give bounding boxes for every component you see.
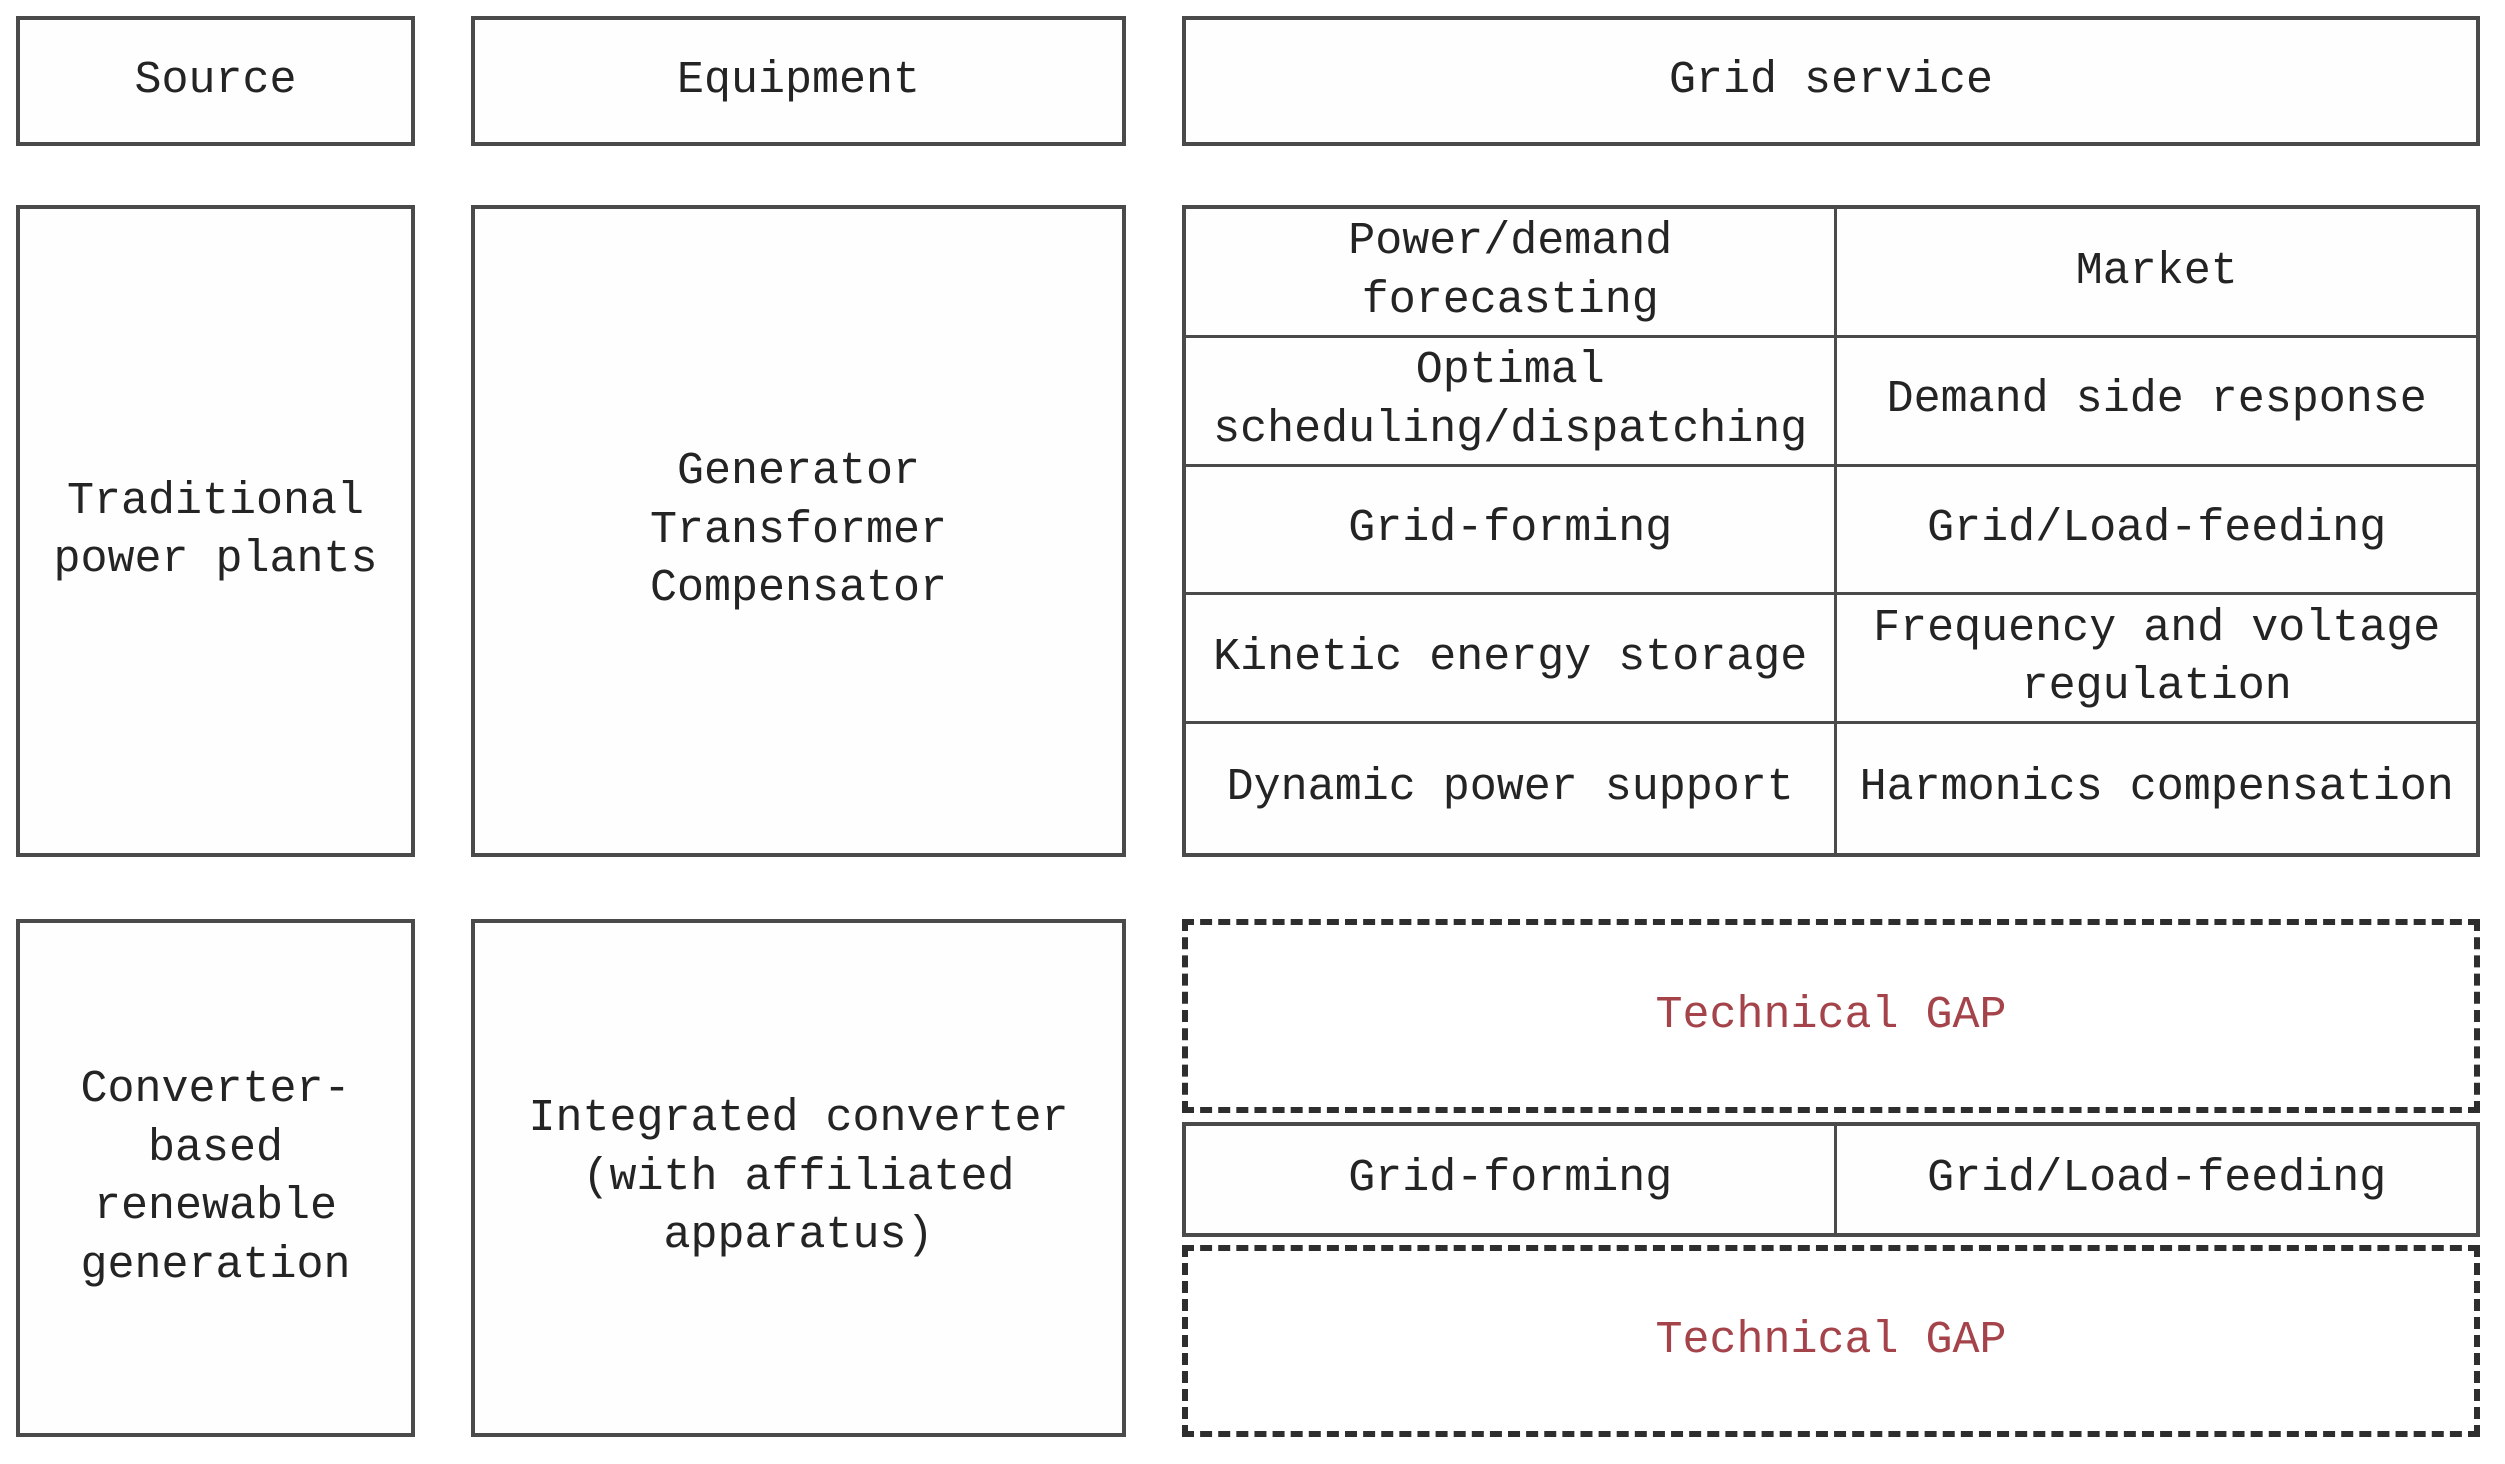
technical-gap-bottom-box: Technical GAP [1182, 1245, 2480, 1437]
grid-service-cell: Power/demand forecasting [1186, 209, 1838, 338]
grid-service-cell: Demand side response [1837, 338, 2476, 467]
grid-service-cell: Frequency and voltage regulation [1837, 595, 2476, 725]
header-equipment: Equipment [471, 16, 1126, 146]
grid-service-cell: Grid-forming [1186, 466, 1838, 596]
grid-service-cell: Market [1837, 209, 2476, 338]
grid-service-cell: Dynamic power support [1186, 724, 1838, 853]
grid-service-cell: Kinetic energy storage [1186, 595, 1838, 725]
grid-service-cell: Grid-forming [1186, 1126, 1838, 1233]
header-source: Source [16, 16, 415, 146]
integrated-converter-box: Integrated converter (with affiliated ap… [471, 919, 1126, 1437]
converter-based-generation-box: Converter- based renewable generation [16, 919, 415, 1437]
header-grid-service: Grid service [1182, 16, 2480, 146]
technical-gap-top-box: Technical GAP [1182, 919, 2480, 1113]
grid-service-cell: Grid/Load-feeding [1927, 1153, 2387, 1205]
traditional-grid-service-table: Power/demand forecasting Market Optimal … [1182, 205, 2480, 857]
grid-service-cell: Harmonics compensation [1859, 762, 2454, 814]
grid-service-cell: Optimal scheduling/dispatching [1186, 337, 1838, 467]
traditional-power-plants-box: Traditional power plants [16, 205, 415, 857]
grid-service-cell: Grid/Load-feeding [1837, 467, 2476, 596]
converter-grid-service-row: Grid-forming Grid/Load-feeding [1182, 1122, 2480, 1237]
traditional-equipment-box: Generator Transformer Compensator [471, 205, 1126, 857]
